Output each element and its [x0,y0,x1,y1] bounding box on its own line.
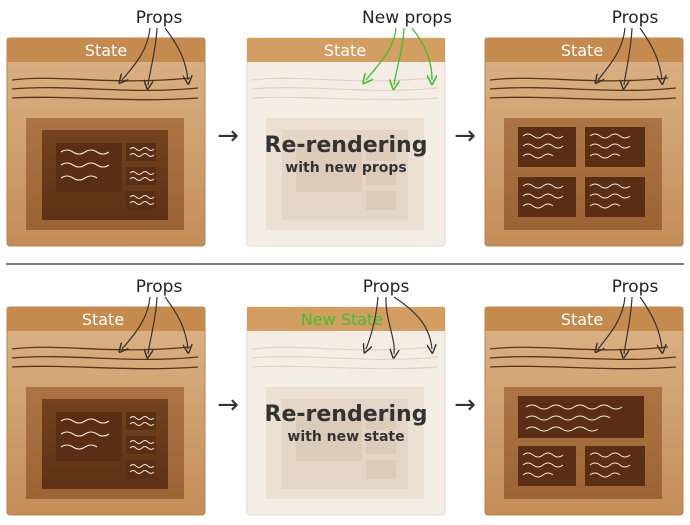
props-label: Props [136,8,183,28]
panel-row1-rerendering: State Re-rendering with new props [246,37,446,247]
panel-row2-after: State [484,306,684,516]
transition-arrow: → [217,390,239,420]
state-label: New State [301,310,383,329]
panel-row1-after: State [484,37,684,247]
props-label: Props [363,277,410,297]
props-label: Props [612,277,659,297]
state-label: State [561,310,603,329]
state-label: State [324,41,366,60]
panel-row1-before: State [6,37,206,247]
transition-arrow: → [217,121,239,151]
props-label: New props [362,8,452,28]
transition-arrow: → [454,121,476,151]
overlay-title: Re-rendering [265,133,428,158]
overlay-subtitle: with new props [285,160,406,176]
transition-arrow: → [454,390,476,420]
panel-row2-before: State [6,306,206,516]
state-label: State [82,310,124,329]
state-label: State [85,41,127,60]
state-label: State [561,41,603,60]
panel-row2-rerendering: New State Re-rendering with new state [246,306,446,516]
props-label: Props [612,8,659,28]
props-label: Props [136,277,183,297]
overlay-subtitle: with new state [287,429,404,445]
overlay-title: Re-rendering [265,402,428,427]
